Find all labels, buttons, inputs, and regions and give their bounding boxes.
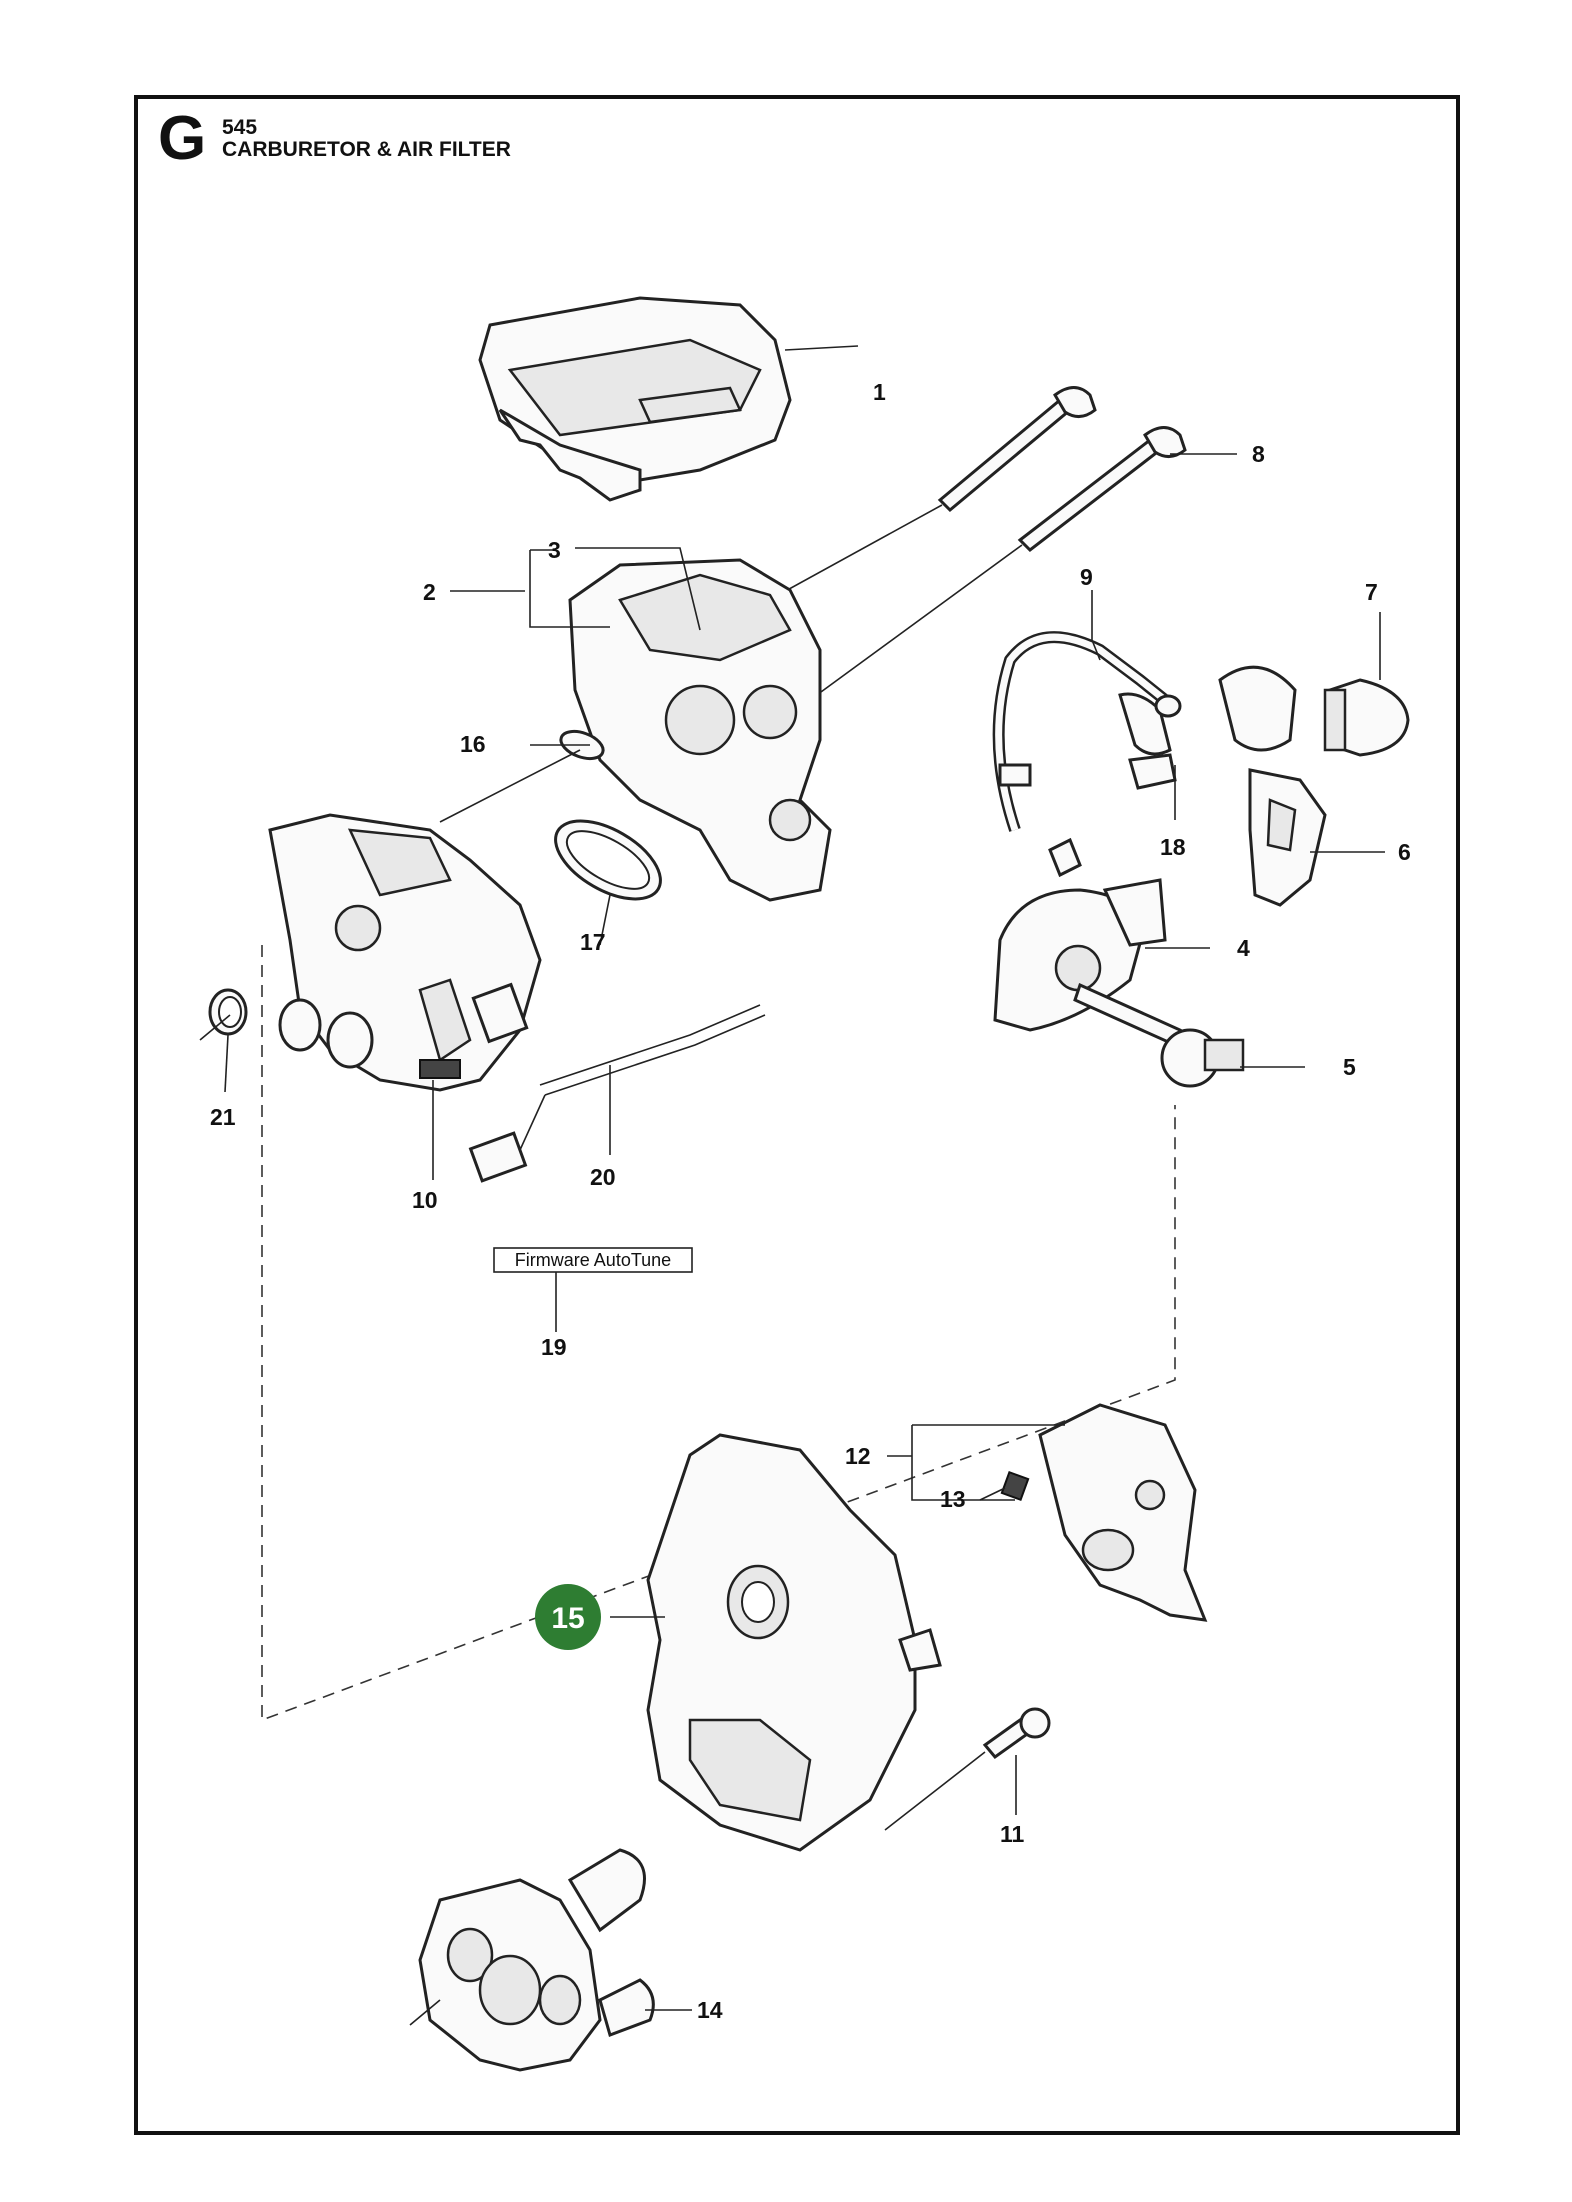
callout-10: 10	[412, 1187, 438, 1213]
callout-17: 17	[580, 929, 606, 955]
callout-18: 18	[1160, 834, 1186, 860]
section-title: CARBURETOR & AIR FILTER	[222, 138, 511, 161]
callout-12: 12	[845, 1443, 871, 1469]
callout-14: 14	[697, 1997, 723, 2023]
callout-3: 3	[548, 537, 561, 563]
part-5-pin[interactable]	[1073, 982, 1245, 1088]
callout-1: 1	[873, 379, 886, 405]
callout-2: 2	[423, 579, 436, 605]
callout-13: 13	[940, 1486, 966, 1512]
part-10-carburetor[interactable]	[268, 813, 542, 1092]
callout-5: 5	[1343, 1054, 1356, 1080]
callout-15: 15	[551, 1602, 584, 1635]
page-frame	[134, 95, 1460, 2135]
highlight-badge-15[interactable]	[535, 1584, 601, 1650]
callout-19: 19	[541, 1334, 567, 1360]
firmware-note: Firmware AutoTune	[493, 1247, 693, 1273]
firmware-note-text: Firmware AutoTune	[515, 1250, 671, 1270]
part-4-choke-lever[interactable]	[993, 878, 1167, 1032]
part-15-cover[interactable]	[646, 1433, 942, 1852]
part-2-air-filter-housing[interactable]	[568, 558, 832, 902]
part-20-cable[interactable]	[468, 982, 766, 1183]
callout-6: 6	[1398, 839, 1411, 865]
leader-lines	[199, 345, 1385, 2011]
callout-16: 16	[460, 731, 486, 757]
callout-8: 8	[1252, 441, 1265, 467]
part-7-primer-bulb[interactable]	[1218, 665, 1410, 757]
part-1-air-filter-cover[interactable]	[478, 296, 792, 502]
callout-4: 4	[1237, 935, 1250, 961]
part-9-fuel-hose[interactable]	[992, 631, 1182, 878]
callout-7: 7	[1365, 579, 1378, 605]
callout-21: 21	[210, 1104, 236, 1130]
model-number: 545	[222, 116, 258, 139]
callout-9: 9	[1080, 564, 1093, 590]
callout-11: 11	[1000, 1821, 1025, 1847]
part-12-bracket[interactable]	[1038, 1403, 1208, 1622]
callout-20: 20	[590, 1164, 616, 1190]
part-14-intake-manifold[interactable]	[409, 1848, 655, 2072]
section-letter: G	[158, 104, 207, 173]
part-11-screw[interactable]	[884, 1707, 1051, 1831]
part-6-bracket[interactable]	[1248, 768, 1327, 907]
part-17-gasket[interactable]	[543, 805, 673, 915]
part-8-screws[interactable]	[759, 386, 1187, 701]
part-18-hose[interactable]	[1128, 753, 1177, 790]
part-13-nut[interactable]	[1000, 1470, 1030, 1502]
